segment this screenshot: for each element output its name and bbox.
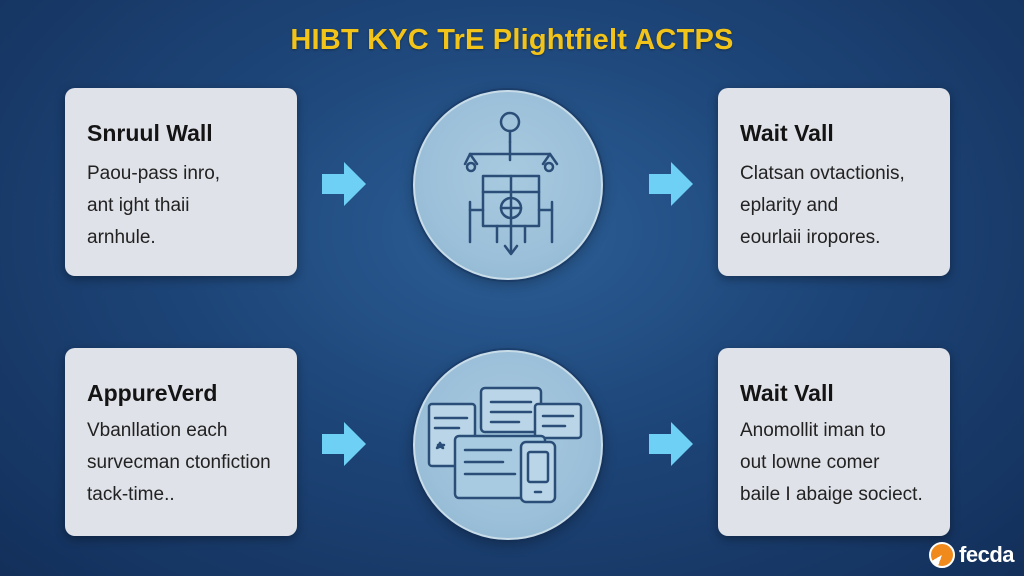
brand-text: fecda xyxy=(959,542,1014,567)
card-title: Wait Vall xyxy=(740,120,834,146)
page-title: HIBT KYC TrE Plightfielt ACTPS xyxy=(290,24,734,56)
card-text-line: Clatsan ovtactionis, xyxy=(740,163,905,184)
step-card-bottom-left: AppureVerd Vbanllation each survecman ct… xyxy=(65,348,297,536)
card-text-line: eourlaii iropores. xyxy=(740,227,881,248)
brand-logo-icon xyxy=(929,542,956,568)
card-text-line: ant ight thaii xyxy=(87,195,190,216)
right-arrow-icon xyxy=(649,162,693,206)
right-arrow-icon xyxy=(322,422,366,466)
card-title: Snruul Wall xyxy=(87,120,213,146)
right-arrow-icon xyxy=(322,162,366,206)
network-diagram-icon xyxy=(463,111,559,256)
documents-devices-circle xyxy=(413,350,603,540)
card-title: Wait Vall xyxy=(740,380,834,406)
card-text-line: survecman ctonfiction xyxy=(87,452,271,473)
step-card-top-left: Snruul Wall Paou-pass inro, ant ight tha… xyxy=(65,88,297,276)
card-text-line: Paou-pass inro, xyxy=(87,163,221,184)
card-text-line: arnhule. xyxy=(87,227,156,248)
card-text-line: Anomollit iman to xyxy=(740,420,886,441)
card-title: AppureVerd xyxy=(87,380,218,406)
right-arrow-icon xyxy=(649,422,693,466)
brand-watermark: fecda xyxy=(929,542,1014,568)
card-text-line: out lowne comer xyxy=(740,452,880,473)
card-text-line: Vbanllation each xyxy=(87,420,228,441)
step-card-top-right: Wait Vall Clatsan ovtactionis, eplarity … xyxy=(718,88,950,276)
step-card-bottom-right: Wait Vall Anomollit iman to out lowne co… xyxy=(718,348,950,536)
documents-devices-icon xyxy=(427,386,583,504)
card-text-line: tack-time.. xyxy=(87,484,175,505)
card-text-line: baile I abaige sociect. xyxy=(740,484,923,505)
card-text-line: eplarity and xyxy=(740,195,839,216)
network-diagram-circle xyxy=(413,90,603,280)
